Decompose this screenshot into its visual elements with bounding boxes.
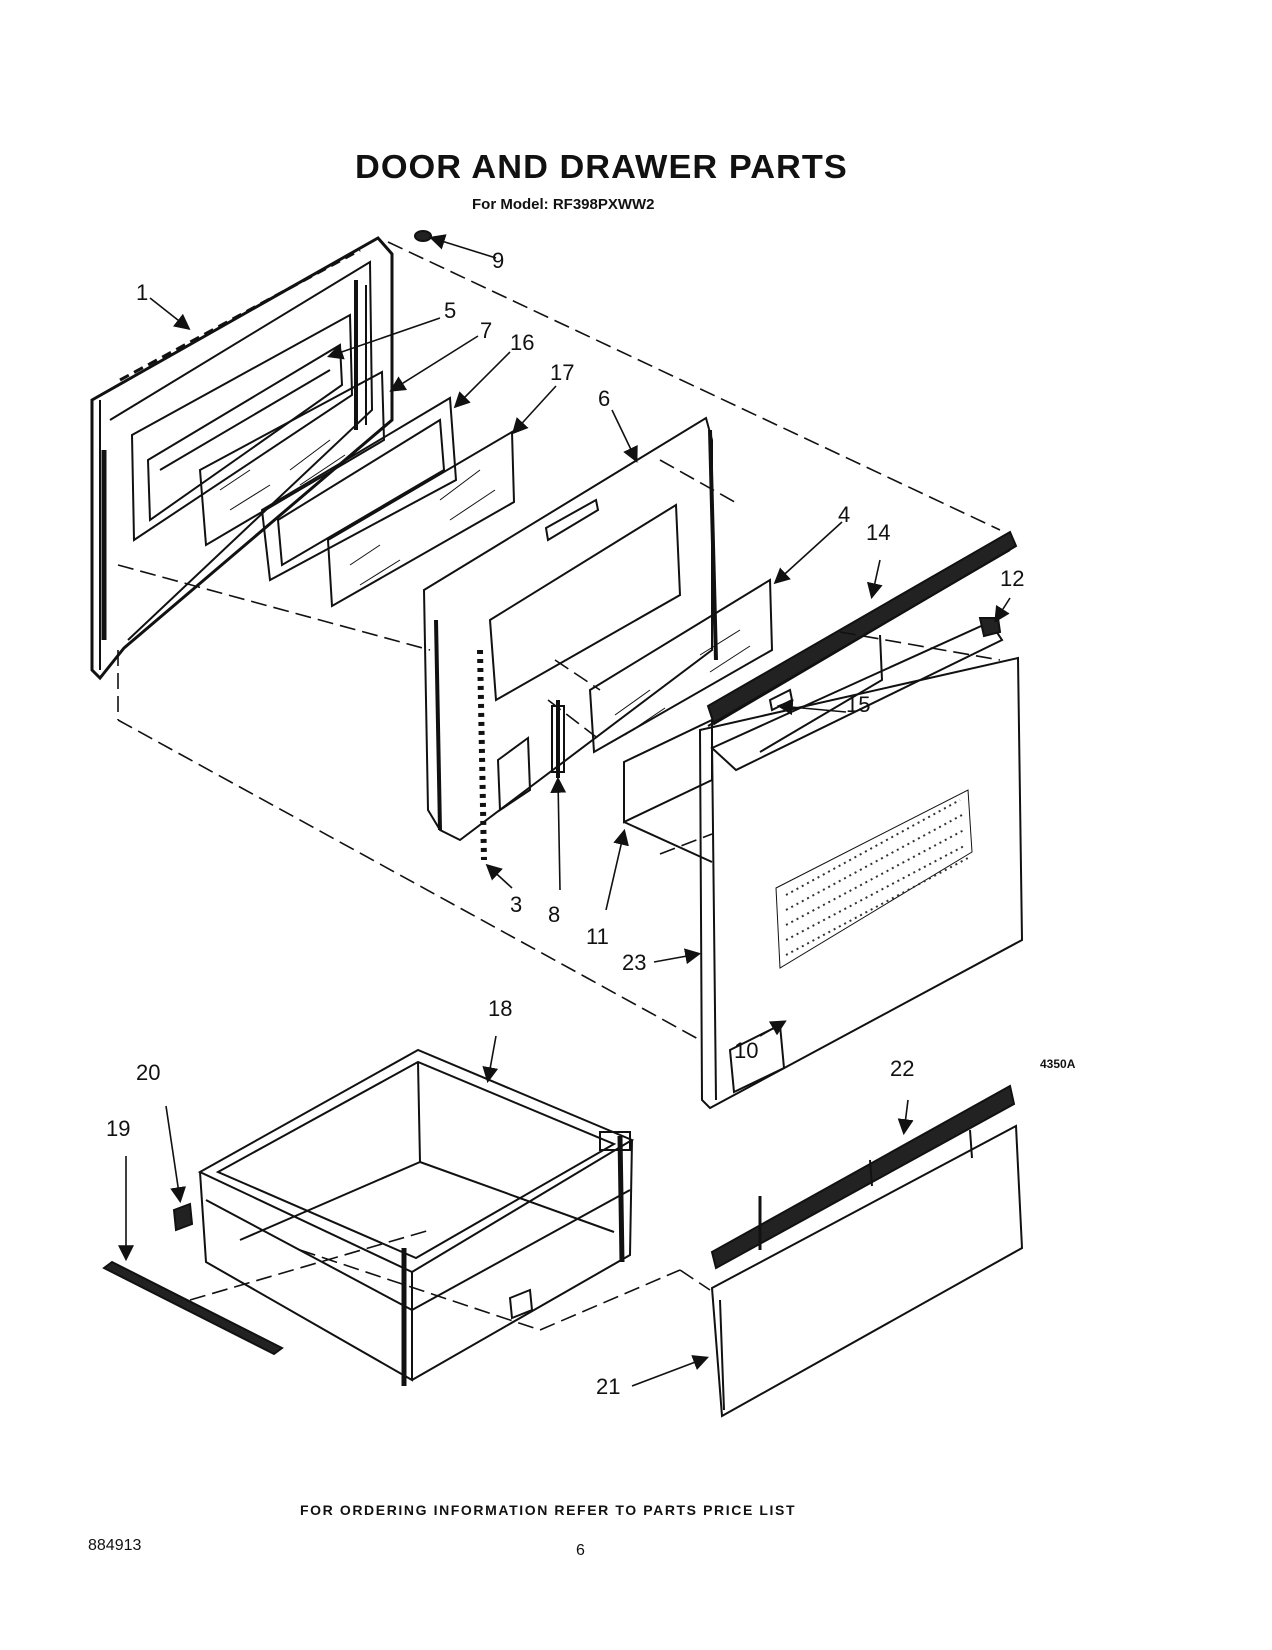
callout-21: 21 [596, 1374, 620, 1399]
storage-drawer-drawing [197, 1048, 635, 1386]
callout-1: 1 [136, 280, 148, 305]
callout-20: 20 [136, 1060, 160, 1085]
callout-numbers: 1 3 4 5 6 7 8 9 10 11 12 14 15 16 17 18 … [106, 248, 1024, 1399]
callout-8: 8 [548, 902, 560, 927]
callout-10: 10 [734, 1038, 758, 1063]
page-title: DOOR AND DRAWER PARTS [355, 148, 848, 185]
callout-4: 4 [838, 502, 850, 527]
window-glass-drawing [326, 430, 516, 608]
callout-18: 18 [488, 996, 512, 1021]
assembly-guide-lines [117, 241, 1001, 1331]
callout-15: 15 [846, 692, 870, 717]
callout-7: 7 [480, 318, 492, 343]
callout-22: 22 [890, 1056, 914, 1081]
document-number: 884913 [88, 1537, 142, 1554]
drawer-front-panel-drawing [710, 1124, 1024, 1418]
screw-drawing [414, 230, 432, 242]
door-front-panel-drawing [698, 656, 1024, 1110]
model-subtitle: For Model: RF398PXWW2 [472, 196, 655, 213]
vent-bracket-drawing [710, 617, 1004, 772]
callout-12: 12 [1000, 566, 1024, 591]
outer-door-panel-drawing [90, 236, 394, 681]
callout-19: 19 [106, 1116, 130, 1141]
callout-6: 6 [598, 386, 610, 411]
callout-3: 3 [510, 892, 522, 917]
callout-16: 16 [510, 330, 534, 355]
page-number: 6 [576, 1542, 585, 1559]
hinge-drawing [551, 700, 565, 778]
callout-leader-lines [118, 234, 1011, 1387]
callout-5: 5 [444, 298, 456, 323]
drawer-rail-drawing [102, 1260, 284, 1356]
ordering-note: FOR ORDERING INFORMATION REFER TO PARTS … [300, 1502, 797, 1518]
figure-code: 4350A [1040, 1057, 1076, 1071]
door-glass-drawing [588, 578, 774, 754]
callout-11: 11 [586, 924, 609, 949]
drawer-roller-drawing [172, 1202, 194, 1232]
heat-shield-drawing [623, 718, 713, 863]
callout-14: 14 [866, 520, 890, 545]
callout-9: 9 [492, 248, 504, 273]
inner-glass-panel-drawing [198, 370, 386, 547]
inner-door-panel-drawing [422, 416, 718, 861]
drawer-trim-drawing [710, 1084, 1016, 1270]
callout-17: 17 [550, 360, 574, 385]
callout-23: 23 [622, 950, 646, 975]
door-handle-drawing [706, 530, 1018, 727]
glass-frame-drawing [260, 396, 458, 582]
